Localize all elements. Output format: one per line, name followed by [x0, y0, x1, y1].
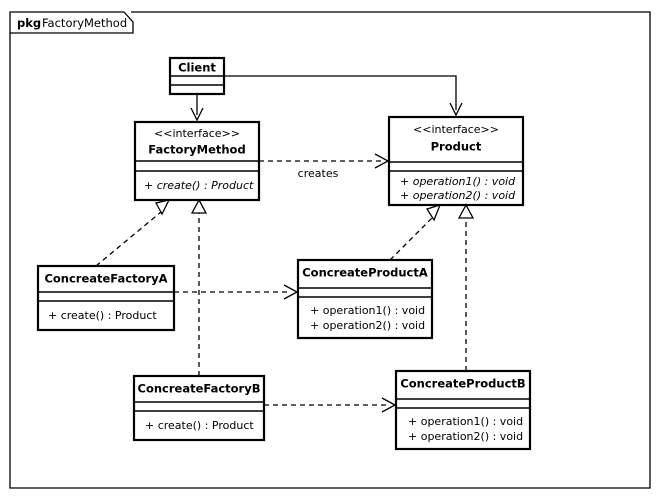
dependency-factory-method-creates-product: creates — [259, 153, 390, 180]
package-keyword: pkg — [17, 16, 41, 30]
class-box-client[interactable]: Client — [168, 56, 226, 96]
class-box-concreate-factory-a[interactable]: ConcreateFactoryA + create() : Product — [36, 264, 176, 332]
cpa-product-line — [389, 217, 433, 261]
concreate-factory-b-box-outline — [132, 374, 266, 442]
product-operation-1: + operation1() : void — [400, 175, 516, 188]
product-class-name: Product — [431, 140, 482, 154]
package-name: FactoryMethod — [42, 16, 127, 30]
concreate-factory-b-class-name: ConcreateFactoryB — [138, 382, 261, 396]
cfb-cpb-arrowhead — [381, 397, 397, 413]
cfa-factorymethod-triangle — [155, 199, 171, 216]
class-box-factory-method[interactable]: <<interface>> FactoryMethod + create() :… — [133, 120, 261, 202]
realization-concreate-product-a-to-product — [389, 203, 442, 261]
package-frame: pkg FactoryMethod — [9, 11, 651, 489]
cfb-factorymethod-triangle — [190, 198, 208, 214]
concreate-factory-a-box-outline — [36, 264, 176, 332]
concreate-product-a-box-outline — [296, 258, 434, 340]
class-box-concreate-factory-b[interactable]: ConcreateFactoryB + create() : Product — [132, 374, 266, 442]
association-client-to-factory-method — [190, 94, 204, 122]
package-tab-shape — [9, 11, 134, 34]
client-factorymethod-arrowhead — [190, 107, 204, 122]
client-class-name: Client — [178, 61, 216, 75]
concreate-factory-a-operation-1: + create() : Product — [48, 309, 157, 322]
cfa-factorymethod-line — [95, 211, 162, 267]
concreate-product-b-operation-2: + operation2() : void — [408, 430, 523, 443]
realization-concreate-product-b-to-product — [457, 203, 475, 371]
dependency-concreate-factory-b-to-product-b — [264, 397, 397, 413]
client-product-arrowhead — [449, 102, 463, 117]
concreate-product-b-class-name: ConcreateProductB — [400, 377, 525, 391]
product-stereotype: <<interface>> — [413, 123, 499, 136]
product-box-outline — [387, 115, 525, 207]
creates-dependency-arrowhead — [374, 153, 390, 169]
concreate-product-b-box-outline — [394, 369, 532, 451]
concreate-factory-a-class-name: ConcreateFactoryA — [44, 272, 167, 286]
class-box-concreate-product-a[interactable]: ConcreateProductA + operation1() : void … — [296, 258, 434, 340]
factory-method-stereotype: <<interface>> — [154, 127, 240, 140]
concreate-product-a-class-name: ConcreateProductA — [302, 266, 428, 280]
realization-concreate-factory-a-to-factory-method — [95, 199, 171, 267]
concreate-product-a-operation-1: + operation1() : void — [310, 304, 425, 317]
dependency-concreate-factory-a-to-product-a — [174, 284, 299, 300]
cfa-cpa-arrowhead — [283, 284, 299, 300]
realization-concreate-factory-b-to-factory-method — [190, 198, 208, 376]
factory-method-operation-1: + create() : Product — [144, 179, 254, 192]
client-product-line — [224, 75, 457, 110]
concreate-product-a-operation-2: + operation2() : void — [310, 319, 425, 332]
association-client-to-product — [224, 75, 463, 117]
cpa-product-triangle — [425, 203, 442, 222]
creates-edge-label: creates — [298, 167, 339, 180]
class-box-concreate-product-b[interactable]: ConcreateProductB + operation1() : void … — [394, 369, 532, 451]
package-frame-border — [9, 11, 651, 489]
concreate-product-b-operation-1: + operation1() : void — [408, 415, 523, 428]
cpb-product-triangle — [457, 203, 475, 219]
class-box-product[interactable]: <<interface>> Product + operation1() : v… — [387, 115, 525, 207]
factory-method-class-name: FactoryMethod — [148, 143, 245, 157]
concreate-factory-b-operation-1: + create() : Product — [145, 419, 254, 432]
product-operation-2: + operation2() : void — [400, 189, 516, 202]
